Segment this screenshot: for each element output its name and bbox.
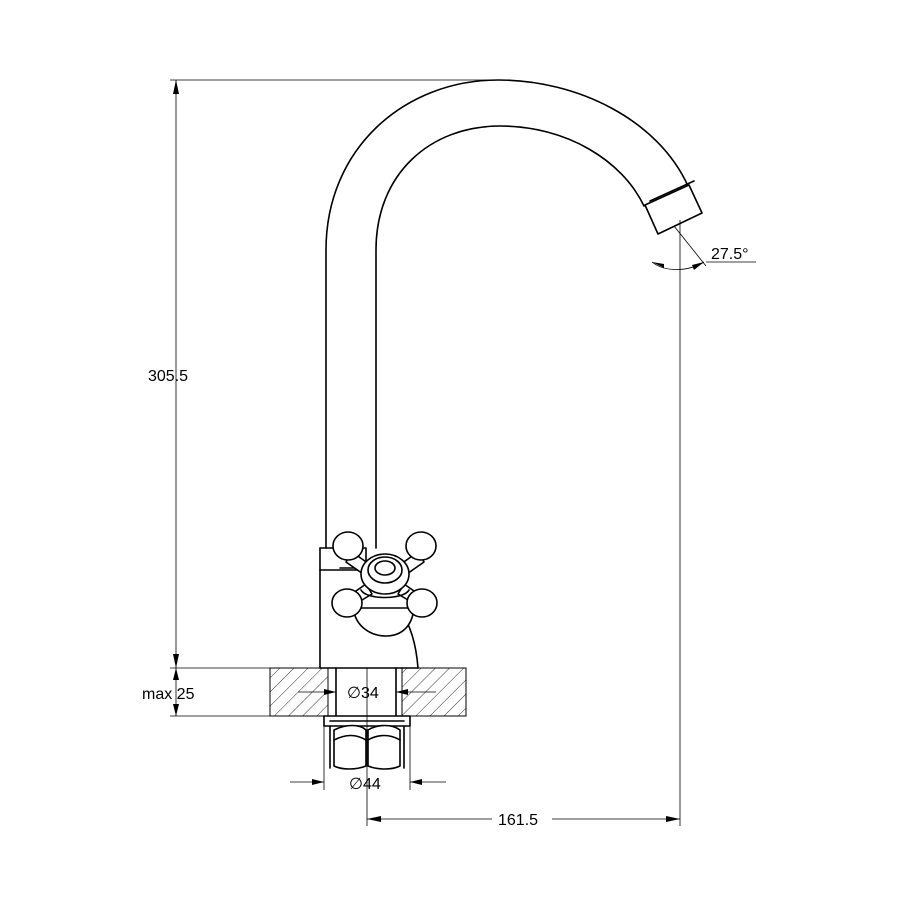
- dimension-spout-angle: 27.5°: [651, 225, 756, 270]
- faucet-spout: [325, 79, 703, 549]
- spout-angle-label: 27.5°: [711, 246, 749, 263]
- handle-knob: [405, 531, 437, 561]
- spout-reach-label: 161.5: [498, 812, 538, 829]
- dimension-nut-diameter: ∅44: [290, 726, 446, 793]
- handle-knob: [406, 588, 438, 618]
- pipe-diameter-label: ∅34: [347, 685, 379, 702]
- dimension-total-height: 305.5: [148, 79, 498, 668]
- total-height-label: 305.5: [148, 368, 188, 385]
- cross-handle: [331, 531, 438, 637]
- handle-knob: [332, 531, 364, 561]
- spout-aerator: [644, 184, 703, 235]
- dimension-pipe-diameter: ∅34: [298, 685, 436, 702]
- max-thickness-label: max 25: [142, 686, 195, 703]
- nut-diameter-label: ∅44: [349, 776, 381, 793]
- dimension-max-thickness: max 25: [142, 667, 270, 717]
- dimension-spout-reach: 161.5: [366, 220, 681, 829]
- handle-knob: [331, 588, 363, 618]
